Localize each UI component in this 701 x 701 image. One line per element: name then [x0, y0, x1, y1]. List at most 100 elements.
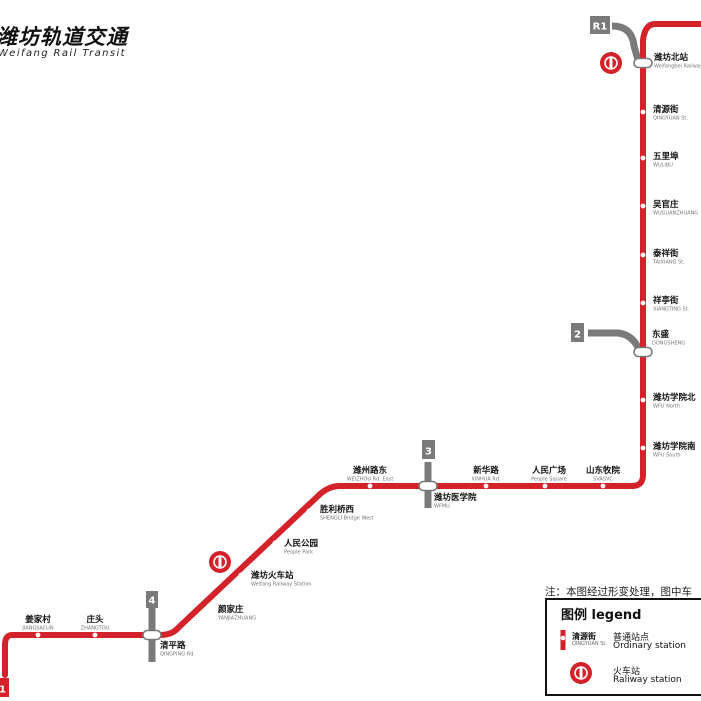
station-name-cn: 胜利桥西	[319, 504, 355, 515]
transfer-station-marker	[633, 346, 653, 358]
legend-graphics	[560, 630, 592, 684]
station-dot	[640, 300, 646, 306]
station-name-en: XIANGTING St.	[653, 307, 690, 313]
station-dot	[35, 632, 41, 638]
station-name-cn: 庄头	[86, 614, 104, 625]
station-name-en: XINHUA Rd.	[471, 477, 501, 483]
station-name-en: People Park	[284, 550, 313, 556]
station-name-cn: 潍坊学院南	[653, 441, 696, 452]
station-name-en: JIANGJIACUN	[21, 626, 53, 632]
station-name-cn: 山东牧院	[586, 465, 621, 476]
station-name-cn: 潍坊北站	[654, 52, 689, 63]
line-badge-label: 3	[425, 447, 432, 458]
station-name-en: Weifang Railway Station	[251, 582, 312, 588]
legend-ordinary-cn: 普通站点	[613, 633, 650, 643]
brand-title-cn: 潍坊轨道交通	[0, 25, 128, 49]
station-name-en: DONGSHENG	[652, 341, 685, 347]
legend-railway-cn: 火车站	[613, 667, 641, 677]
station-dot	[238, 572, 244, 578]
line-badge-box	[146, 591, 158, 608]
station-dot	[640, 155, 646, 161]
line-badge-3: 3	[422, 440, 435, 459]
station-dot	[483, 483, 489, 489]
station-name-en: WFU South	[653, 453, 681, 459]
station-name-en: WULIBU	[653, 163, 673, 169]
brand-title-en: Weifang Rail Transit	[0, 48, 126, 59]
transfer-station-marker	[418, 480, 438, 492]
station-name-en: WFU North	[653, 404, 680, 410]
line-badge-box	[590, 16, 610, 34]
station-dot	[640, 252, 646, 258]
railway-icon-weifangbei	[600, 52, 622, 74]
map-note: 注：本图经过形变处理，图中车	[545, 586, 692, 598]
legend-railway-icon-bar	[579, 667, 583, 678]
railway-icon-bar	[609, 57, 613, 68]
legend-sample-en: QINGYUAN St.	[572, 641, 607, 647]
station-name-en: WUGUANZHUANG	[653, 211, 698, 217]
station-dot	[600, 483, 606, 489]
line-badge-R1: R1	[590, 16, 610, 34]
station-name-en: TAIXIANG St.	[652, 260, 685, 266]
line-badge-label: 1	[0, 685, 6, 696]
station-name-en: People Square	[531, 477, 567, 483]
station-name-en: Weifangbei Railway	[654, 64, 701, 70]
legend-sample-cn: 清源街	[572, 632, 596, 641]
line-badges: R1 2 3 4 1	[0, 16, 610, 697]
line-badge-box	[0, 678, 9, 697]
transfer-line-r1	[611, 22, 642, 61]
transfer-station-marker	[142, 629, 162, 641]
line-badge-label: R1	[593, 22, 608, 33]
station-dot	[640, 397, 646, 403]
station-dot	[640, 109, 646, 115]
station-name-cn: 潍坊学院北	[653, 392, 696, 403]
transfer-station-marker	[633, 57, 653, 69]
station-name-cn: 吴官庄	[653, 199, 679, 210]
station-dot	[205, 605, 211, 611]
station-name-cn: 潍坊医学院	[434, 492, 477, 503]
station-name-cn: 人民广场	[532, 465, 567, 476]
station-name-en: SHENGLI Bridge West	[320, 516, 374, 522]
line-badge-box	[422, 440, 435, 459]
station-name-en: QINGPING Rd.	[160, 652, 195, 658]
main-line	[1, 21, 658, 678]
station-name-cn: 泰祥街	[652, 248, 679, 259]
station-name-en: WFMU	[434, 504, 450, 510]
station-name-cn: 潍州路东	[353, 465, 388, 476]
station-name-cn: 姜家村	[25, 614, 51, 625]
station-dot	[640, 445, 646, 451]
line-badge-4: 4	[146, 591, 158, 608]
station-dot	[640, 203, 646, 209]
railway-icon-bar	[218, 556, 222, 567]
station-name-en: YANJIAZHUANG	[217, 616, 256, 622]
legend-railway-en: Raliway station	[613, 675, 682, 685]
line-badge-box	[571, 323, 584, 342]
line-badge-label: 2	[574, 330, 581, 341]
station-name-cn: 人民公园	[284, 538, 318, 549]
legend: 图例 legend 清源街 QINGYUAN St. 普通站点 Ordinary…	[545, 598, 701, 696]
station-name-en: QINGYUAN St.	[653, 116, 688, 122]
station-name-cn: 祥亭街	[653, 295, 679, 306]
transfer-line-2	[588, 329, 644, 354]
line-badge-1: 1	[0, 678, 9, 697]
station-dot	[542, 483, 548, 489]
brand-logo: 潍坊轨道交通 Weifang Rail Transit	[0, 26, 128, 59]
